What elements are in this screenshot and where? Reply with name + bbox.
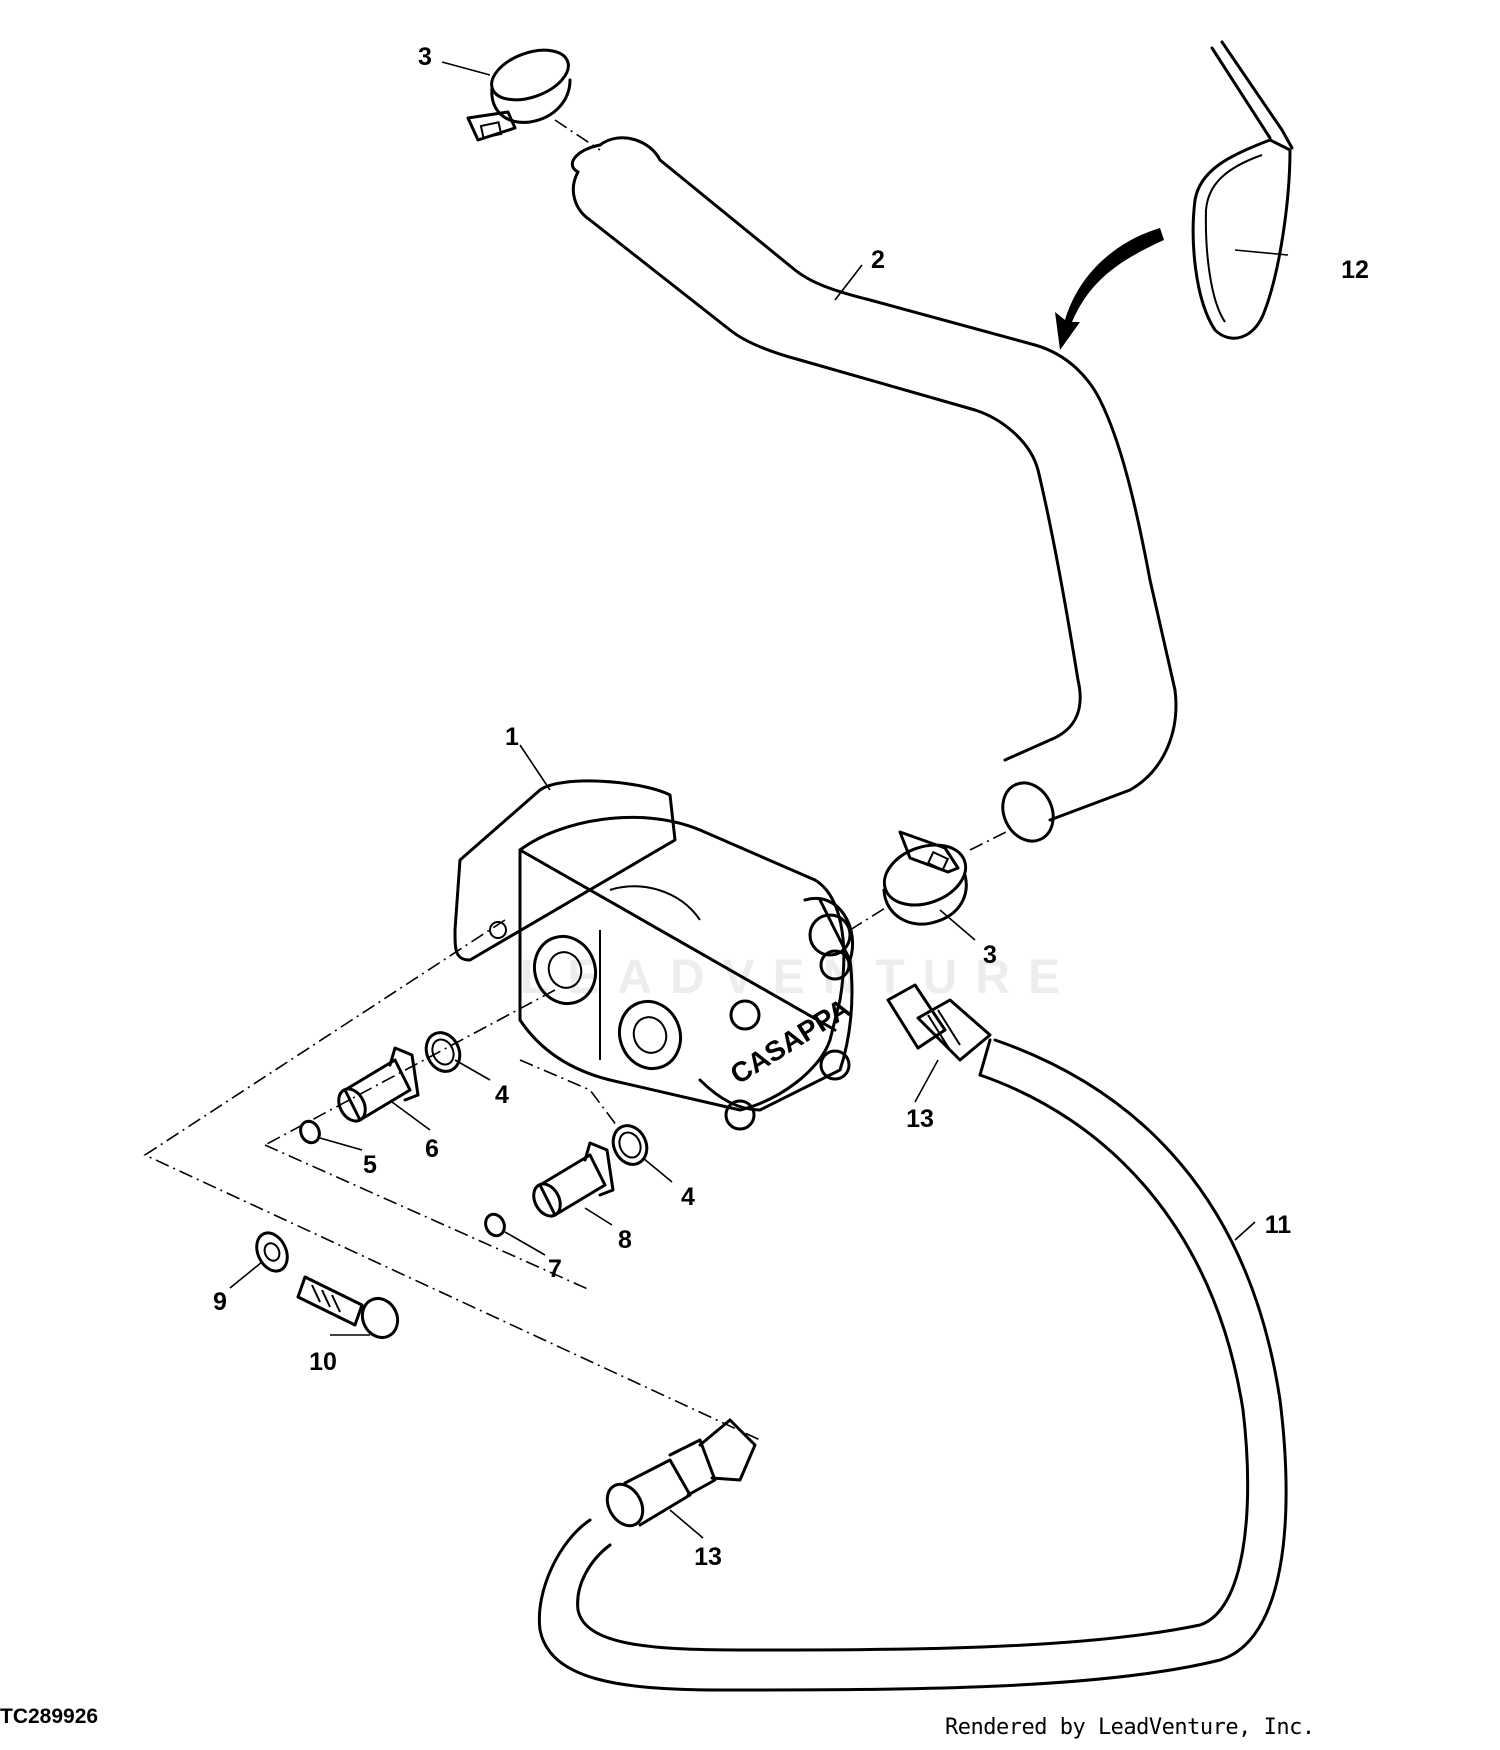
hose-clamp-bottom	[882, 830, 968, 926]
callout-8: 8	[618, 1226, 632, 1254]
fitting-lower	[532, 1141, 615, 1218]
callout-7: 7	[548, 1255, 562, 1283]
callout-12: 12	[1341, 256, 1369, 284]
callout-1: 1	[505, 723, 519, 751]
figure-id-label: TC289926	[0, 1705, 99, 1728]
direction-arrow	[1055, 228, 1164, 350]
callout-6: 6	[425, 1135, 439, 1163]
callout-4-upper: 4	[495, 1081, 509, 1109]
leader-lines	[229, 61, 1289, 1539]
callout-3-bottom: 3	[983, 941, 997, 969]
callout-4-lower: 4	[681, 1183, 695, 1211]
callout-13-upper: 13	[906, 1105, 934, 1133]
cap-screw	[296, 1275, 400, 1339]
hose-end-fitting-lower	[605, 1418, 757, 1528]
washer	[255, 1231, 289, 1273]
watermark: LEADVENTURE	[520, 951, 1079, 1004]
callout-10: 10	[309, 1348, 337, 1376]
pressure-hose	[537, 1038, 1288, 1692]
callout-13-lower: 13	[694, 1543, 722, 1571]
callout-9: 9	[213, 1288, 227, 1316]
callout-11: 11	[1265, 1211, 1292, 1239]
fitting-upper	[337, 1046, 420, 1123]
o-ring-upper	[424, 1031, 462, 1073]
assembly-centerlines	[143, 119, 1011, 1441]
pump-brand-text: CASAPPA	[725, 992, 856, 1090]
o-ring-lower	[611, 1124, 649, 1166]
callout-3-top: 3	[418, 43, 432, 71]
suction-hose	[570, 136, 1178, 843]
callout-2: 2	[871, 246, 885, 274]
render-credit: Rendered by LeadVenture, Inc.	[945, 1715, 1315, 1740]
callout-5: 5	[363, 1151, 377, 1179]
cable-tie	[1191, 40, 1294, 340]
hose-clamp-top	[466, 48, 572, 142]
hydraulic-pump: CASAPPA	[453, 779, 856, 1131]
o-ring-small-5	[299, 1119, 321, 1145]
o-ring-small-7	[484, 1212, 506, 1238]
hose-end-fitting-upper	[886, 983, 992, 1062]
